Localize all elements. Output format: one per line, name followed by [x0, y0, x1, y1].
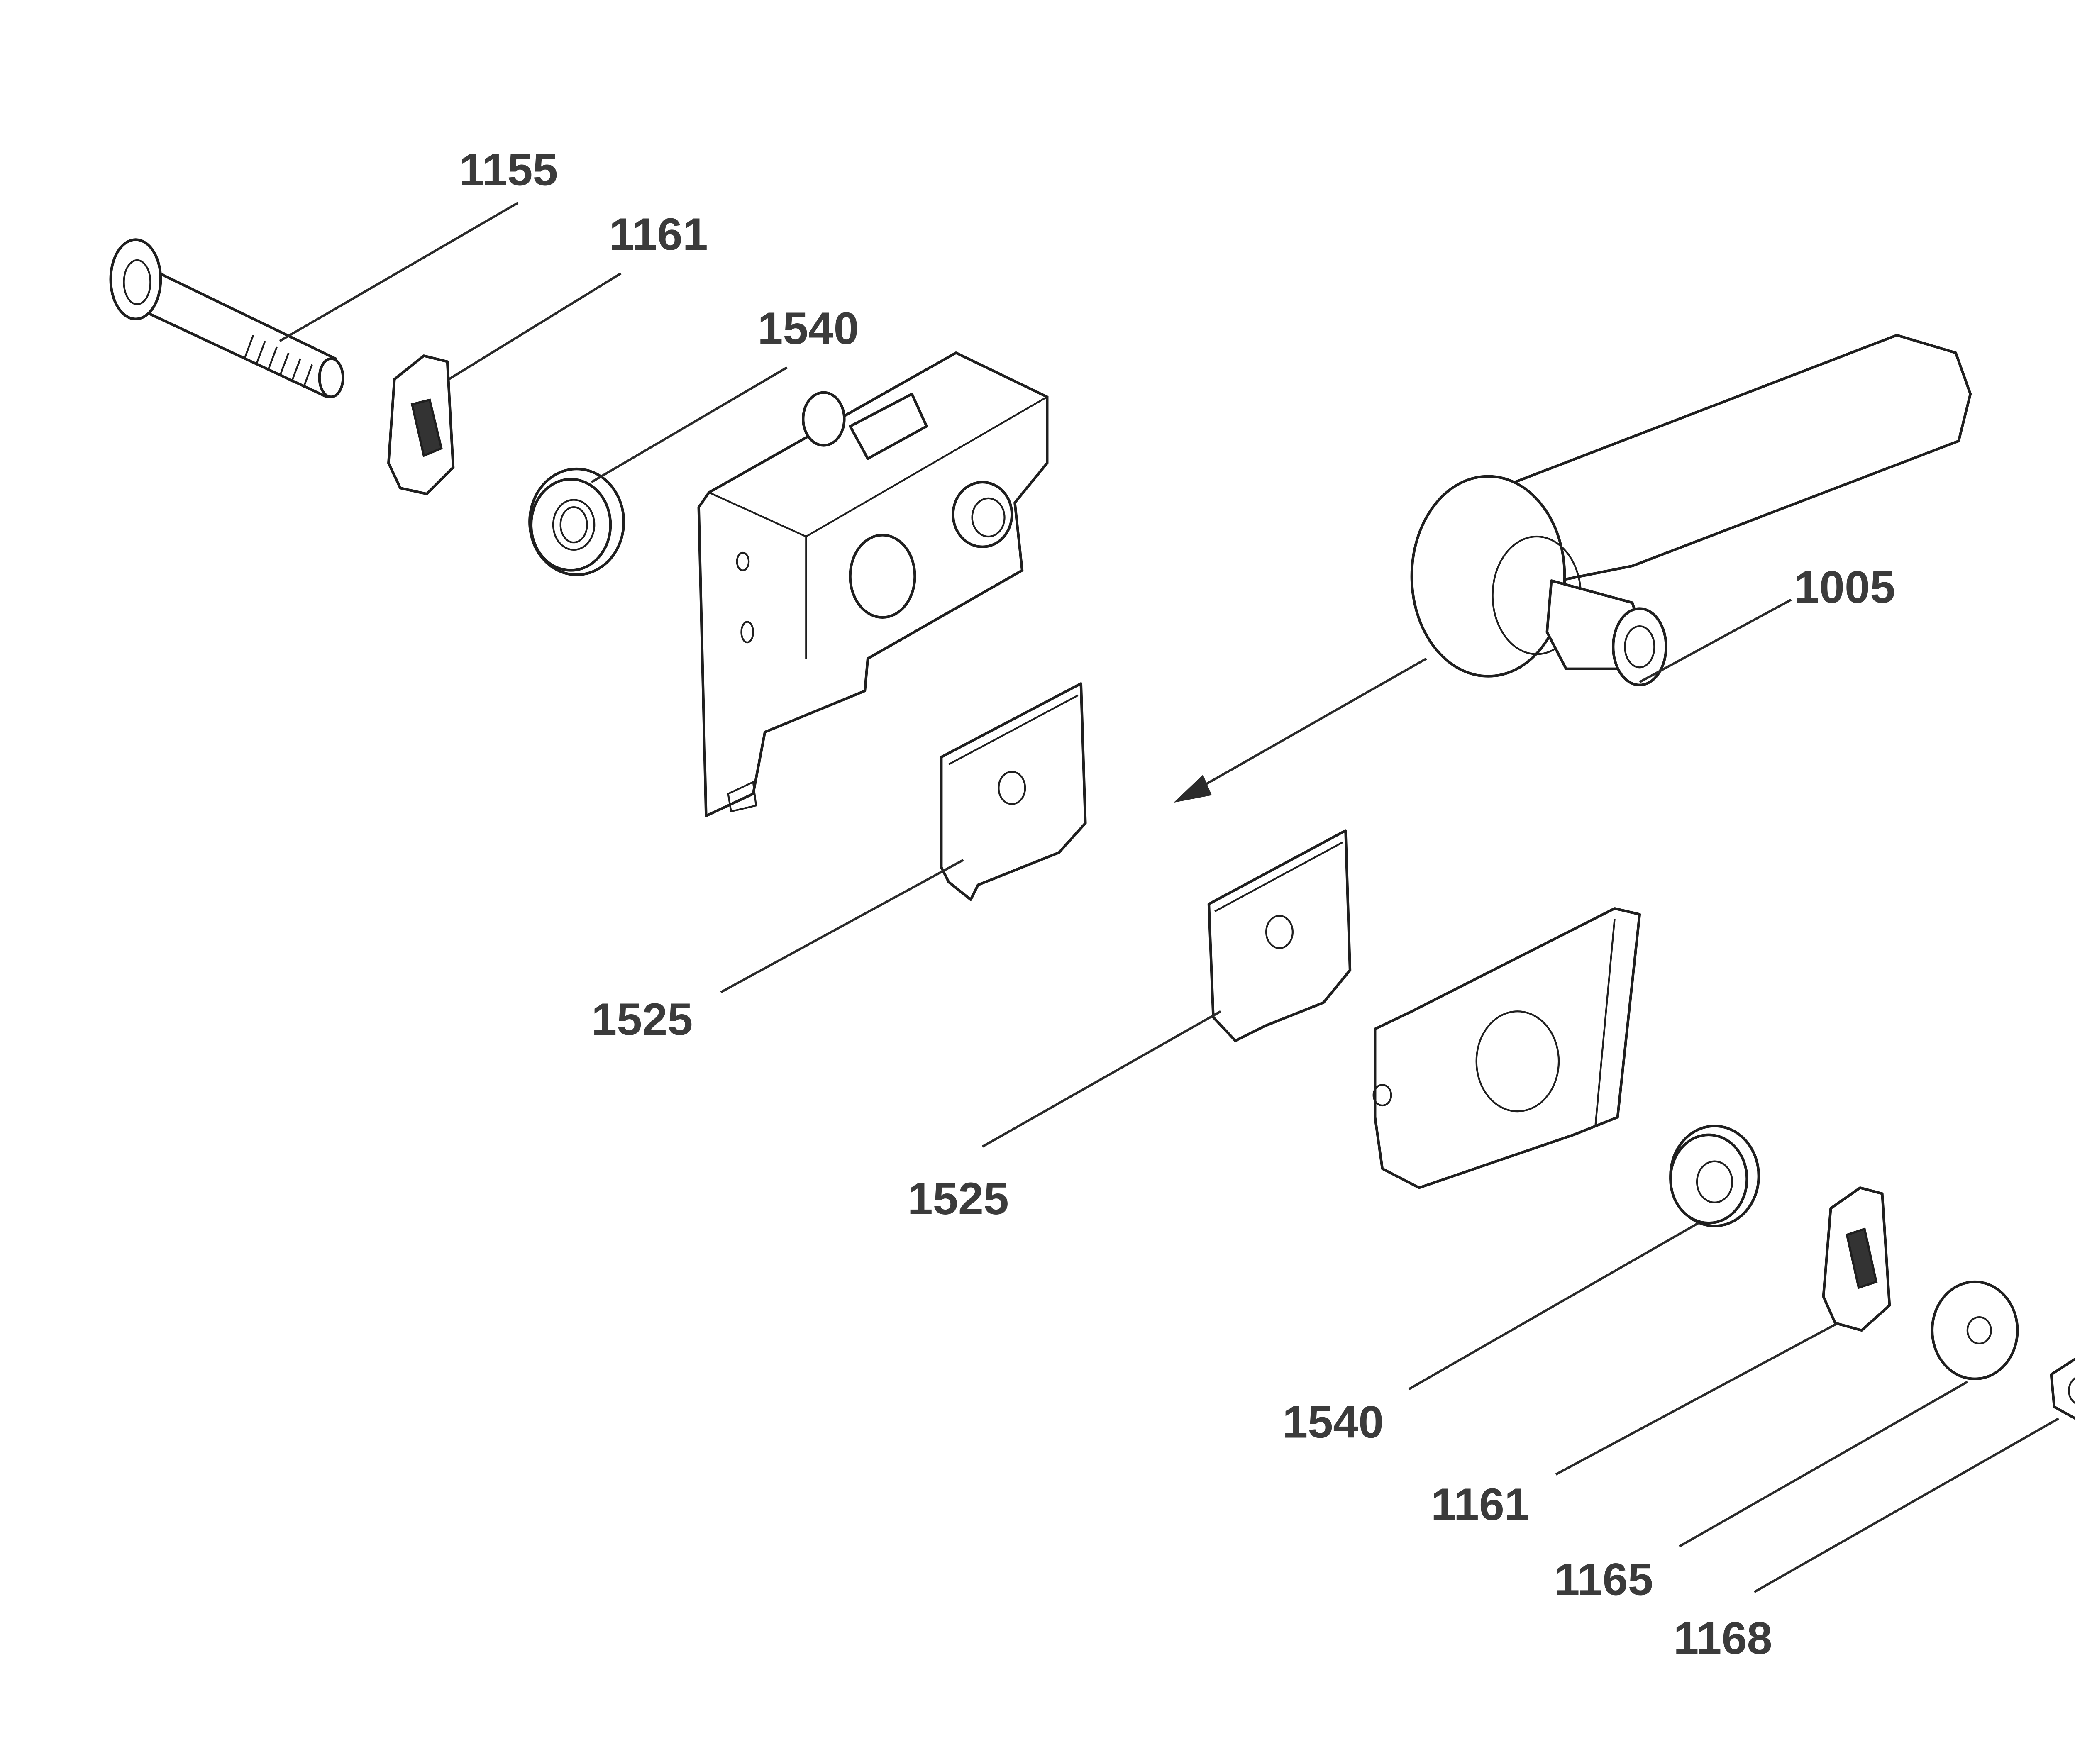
- shim-plate-lower-part: [1822, 1186, 1891, 1332]
- callout-1540-upper: 1540: [757, 303, 859, 354]
- bolt-part: [109, 238, 344, 398]
- callout-labels: 1155 1161 1540 1005 1525 1525 1540 1161 …: [459, 144, 1895, 1664]
- washer-part: [1931, 1280, 2019, 1381]
- callout-1005: 1005: [1794, 562, 1895, 612]
- leader-line: [1555, 1322, 1839, 1476]
- leader-line: [591, 366, 788, 483]
- callout-1540-lower: 1540: [1282, 1397, 1384, 1448]
- leader-line: [1753, 1418, 2059, 1593]
- bushing-upper-part: [528, 467, 625, 576]
- callout-1155: 1155: [459, 144, 558, 195]
- leader-line: [720, 859, 964, 993]
- callout-1525-upper: 1525: [591, 994, 693, 1045]
- leader-line: [279, 202, 519, 342]
- assembly-direction-arrow: [1173, 657, 1427, 803]
- lock-nut-part: [2050, 1357, 2075, 1420]
- leader-line: [982, 1010, 1221, 1148]
- bracket-part: [697, 351, 1049, 817]
- leader-line: [1639, 598, 1792, 683]
- wear-plate-lower-part: [1207, 829, 1352, 1042]
- handle-part: [1410, 334, 1972, 686]
- callout-1161-upper: 1161: [609, 209, 708, 260]
- wear-plate-upper-part: [940, 682, 1087, 901]
- callout-1165: 1165: [1554, 1554, 1653, 1605]
- leader-line: [1408, 1222, 1699, 1391]
- callout-1161-lower: 1161: [1431, 1479, 1530, 1530]
- leader-line: [1679, 1381, 1968, 1548]
- shim-plate-upper-part: [387, 354, 455, 495]
- leader-lines: [279, 202, 2059, 1593]
- callout-1525-lower: 1525: [908, 1174, 1009, 1224]
- leader-line: [448, 272, 622, 381]
- latch-plate-part: [1372, 907, 1641, 1189]
- bushing-lower-part: [1669, 1125, 1760, 1227]
- callout-1168: 1168: [1673, 1613, 1772, 1664]
